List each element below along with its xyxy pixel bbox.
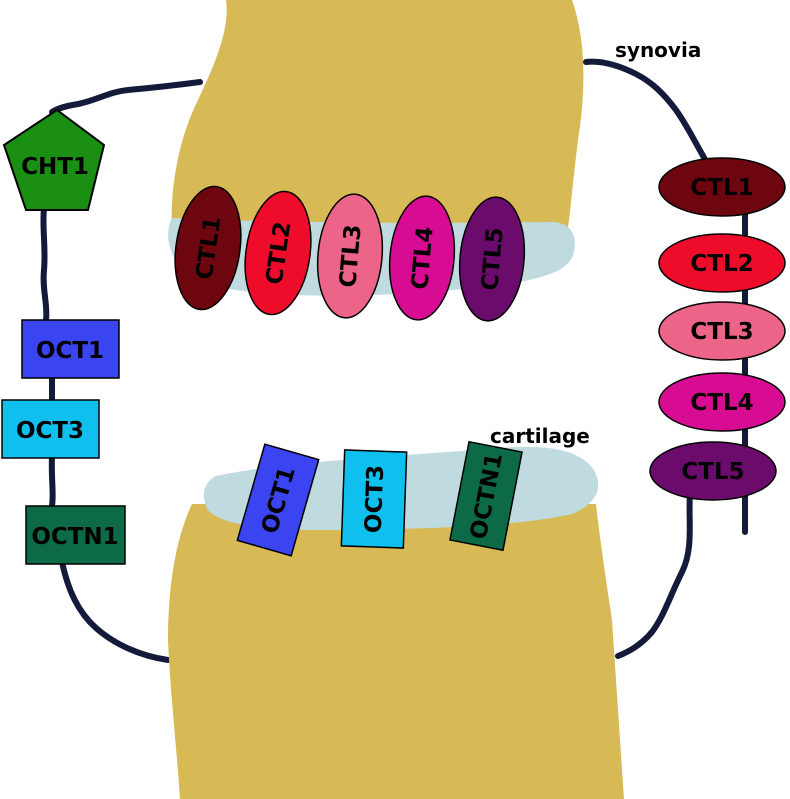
ctl4-cartilage: CTL4	[388, 195, 456, 321]
cht1-label: CHT1	[21, 154, 89, 180]
ctl2-right-label: CTL2	[690, 251, 753, 277]
oct3-cartilage-label: OCT3	[361, 465, 389, 534]
oct1-left-label: OCT1	[36, 338, 104, 364]
oct1-left: OCT1	[21, 319, 120, 379]
ctl4-cartilage-label: CTL4	[407, 225, 438, 290]
ctl5-right-label: CTL5	[681, 459, 744, 485]
ctl5-cartilage-label: CTL5	[477, 226, 508, 291]
ctl3-right: CTL3	[658, 301, 786, 361]
oct3-left: OCT3	[1, 399, 100, 459]
upper-bone	[171, 0, 584, 228]
ctl3-cartilage-label: CTL3	[335, 223, 366, 288]
octn1-cartilage: OCTN1	[449, 440, 523, 552]
ctl2-right: CTL2	[658, 233, 786, 293]
lower-bone	[168, 504, 624, 799]
cht1-transporter: CHT1	[2, 108, 106, 211]
ctl5-right: CTL5	[649, 441, 777, 501]
synovia-label: synovia	[615, 38, 701, 62]
cartilage-label: cartilage	[490, 424, 590, 448]
octn1-left-label: OCTN1	[31, 524, 118, 550]
ctl2-cartilage: CTL2	[244, 190, 312, 316]
octn1-left: OCTN1	[25, 505, 126, 565]
ctl1-right: CTL1	[658, 157, 786, 217]
oct3-left-label: OCT3	[16, 418, 84, 444]
ctl3-right-label: CTL3	[690, 319, 753, 345]
ctl1-right-label: CTL1	[690, 175, 753, 201]
oct1-cartilage: OCT1	[236, 443, 320, 557]
ctl4-right: CTL4	[658, 372, 786, 432]
oct3-cartilage: OCT3	[340, 449, 408, 549]
ctl4-right-label: CTL4	[690, 390, 753, 416]
ctl3-cartilage: CTL3	[316, 193, 384, 319]
ctl1-cartilage: CTL1	[174, 185, 242, 311]
ctl5-cartilage: CTL5	[458, 196, 526, 322]
